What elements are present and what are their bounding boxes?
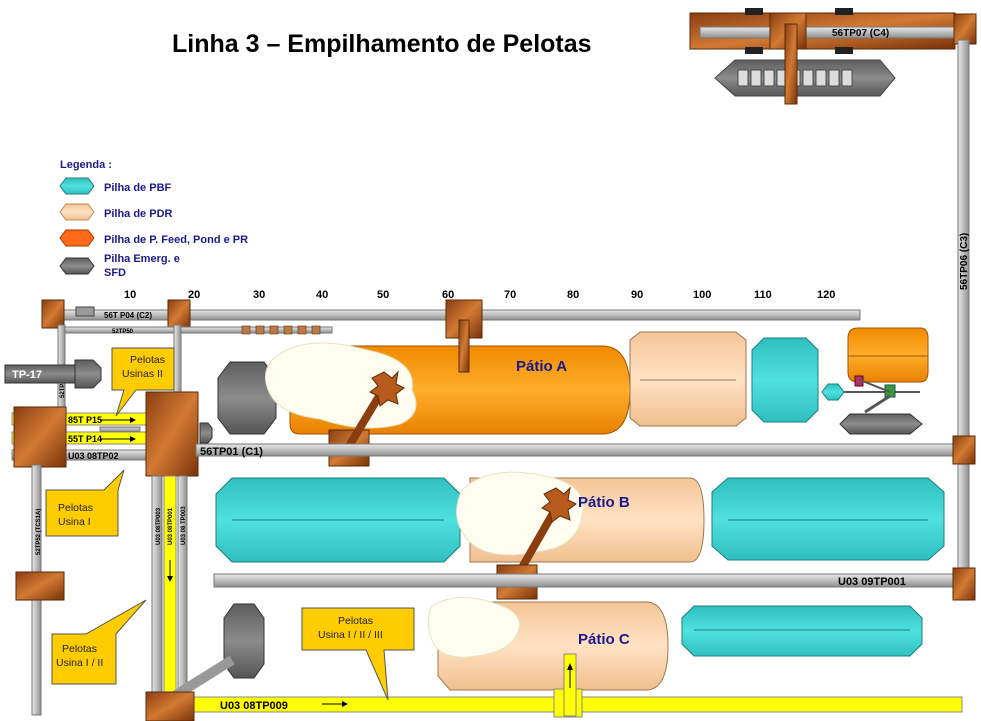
legend-item-pbf: Pilha de PBF [59,177,172,195]
svg-text:120: 120 [817,289,835,301]
conveyor-vertical-20 [173,324,182,396]
legend-item-pfeed: Pilha de P. Feed, Pond e PR [59,229,248,247]
callout-usinas-ii: Pelotas Usinas II [111,347,175,417]
svg-text:U03 09TP001: U03 09TP001 [838,576,906,588]
svg-text:56TP01 (C1): 56TP01 (C1) [200,446,263,458]
svg-text:100: 100 [693,289,711,301]
yard-label-a: Pátio A [516,358,567,375]
svg-text:60: 60 [442,289,454,301]
pile-pbf-c [681,605,923,657]
pile-pbf-a [751,337,819,423]
svg-text:52TP51: 52TP51 [60,376,66,398]
svg-text:Pelotas: Pelotas [62,643,97,655]
conveyor-tp06: 56TP06 (C3) [957,39,970,601]
svg-text:52TP52 (TCS1A): 52TP52 (TCS1A) [36,509,42,555]
yard-label-c: Pátio C [578,631,630,648]
svg-text:Pelotas: Pelotas [338,615,373,627]
svg-text:56T P04 (C2): 56T P04 (C2) [104,311,152,320]
reclaimed-area-c [427,596,520,658]
svg-text:50: 50 [377,289,389,301]
svg-text:U03 08TP009: U03 08TP009 [220,700,288,712]
conveyor-tp01: 56TP01 (C1) [195,435,976,465]
svg-text:Pelotas: Pelotas [58,502,93,514]
svg-text:10: 10 [124,289,136,301]
callout-usina-i-ii: Pelotas Usina I / II [51,599,147,685]
pile-emergency-a [217,361,277,435]
svg-text:Usina I: Usina I [58,516,91,528]
svg-text:Pilha de PBF: Pilha de PBF [104,182,172,194]
pile-pbf-b2 [711,477,945,561]
svg-text:90: 90 [631,289,643,301]
reclaimer-machine-a [821,375,923,435]
distance-scale: 10 20 30 40 50 60 70 80 90 100 110 120 [124,289,835,301]
stacker-a [328,299,483,467]
conveyor-label-tp07: 56TP07 (C4) [832,28,889,39]
conveyor-tp001: U03 09TP001 [213,567,976,601]
vertical-conveyors-center: U03 08TP003 U03 08TP001 U03 08 TP003 [151,475,188,697]
tp17-machine: TP-17 [4,359,102,389]
legend-item-emerg: Pilha Emerg. e SFD [59,253,180,279]
callout-usina-i-ii-iii: Pelotas Usina I / II / III [301,607,415,701]
transfer-house-left [13,406,67,468]
svg-text:85T P15: 85T P15 [68,415,102,425]
svg-text:80: 80 [567,289,579,301]
svg-text:SFD: SFD [104,267,126,279]
transfer-house-tp52 [15,571,65,601]
conveyor-label-tp06: 56TP06 (C3) [959,233,970,290]
svg-text:U03 08TP001: U03 08TP001 [168,507,174,545]
svg-text:20: 20 [188,289,200,301]
svg-text:U03 08TP003: U03 08TP003 [156,507,162,545]
ship-loader: 56TP07 (C4) [689,8,977,105]
callout-usina-i: Pelotas Usina I [45,469,125,537]
legend-item-pdr: Pilha de PDR [59,203,173,221]
svg-text:U03 08TP02: U03 08TP02 [68,451,119,461]
svg-text:U03 08 TP003: U03 08 TP003 [181,506,187,545]
conveyor-tp50: 52TP50 [61,325,333,335]
svg-text:55T P14: 55T P14 [68,434,102,444]
transfer-house-center [145,391,199,477]
svg-text:110: 110 [754,289,772,301]
yard-label-b: Pátio B [578,494,630,511]
svg-text:TP-17: TP-17 [12,369,42,381]
svg-text:Pilha Emerg. e: Pilha Emerg. e [104,253,180,265]
svg-text:Usina I / II: Usina I / II [56,657,103,669]
reclaimed-area-a [265,342,417,429]
legend-heading: Legenda : [60,159,112,171]
pile-pfeed-small [847,327,929,383]
svg-text:Usinas II: Usinas II [122,368,163,380]
svg-text:40: 40 [316,289,328,301]
svg-text:Pelotas: Pelotas [130,354,165,366]
legend: Legenda : Pilha de PBF Pilha de PDR Pilh… [59,159,248,279]
svg-text:70: 70 [504,289,516,301]
svg-text:Pilha de PDR: Pilha de PDR [104,208,173,220]
pile-pdr-a [629,331,747,427]
svg-text:Usina I / II / III: Usina I / II / III [318,629,383,641]
page-title: Linha 3 – Empilhamento de Pelotas [172,30,592,58]
svg-text:52TP50: 52TP50 [112,329,134,335]
svg-text:30: 30 [253,289,265,301]
conveyor-tp009: U03 08TP009 [145,653,963,721]
svg-text:Pilha de P. Feed, Pond e PR: Pilha de P. Feed, Pond e PR [104,234,248,246]
